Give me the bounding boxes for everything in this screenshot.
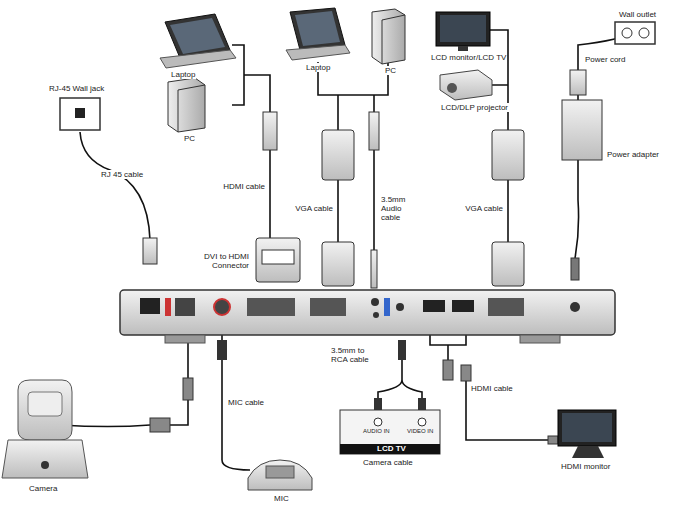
part-label: HDMI monitor [560, 462, 611, 471]
part-label: HDMI cable [222, 182, 266, 191]
part-label: MIC cable [227, 398, 265, 407]
part-label: PC [183, 134, 196, 143]
part-label: LCD/DLP projector [440, 103, 509, 112]
part-label: Power adapter [606, 150, 660, 159]
part-label: RJ-45 Wall jack [48, 84, 105, 93]
part-label: LCD TV [376, 444, 407, 453]
camera-icon [2, 378, 193, 478]
part-label: Laptop [305, 63, 331, 72]
main-unit [120, 290, 615, 343]
part-label: LCD monitor/LCD TV [430, 53, 507, 62]
part-label: Power cord [584, 55, 626, 64]
part-label: DVI to HDMI Connector [188, 252, 250, 270]
part-label: Camera [28, 484, 58, 493]
part-label: 3.5mm Audio cable [380, 195, 422, 223]
part-label: RJ 45 cable [100, 170, 144, 179]
part-label: VGA cable [294, 204, 334, 213]
part-label: VGA cable [464, 204, 504, 213]
part-label: HDMI cable [470, 384, 514, 393]
part-label: AUDIO IN [362, 428, 391, 435]
part-label: Wall outlet [618, 10, 657, 19]
laptop-icon [160, 8, 350, 68]
part-label: Camera cable [362, 458, 414, 467]
part-label: PC [384, 66, 397, 75]
part-label: 3.5mm to RCA cable [330, 346, 370, 364]
part-label: MIC [273, 494, 290, 503]
part-label: VIDEO IN [406, 428, 434, 435]
part-label: Laptop [170, 70, 196, 79]
